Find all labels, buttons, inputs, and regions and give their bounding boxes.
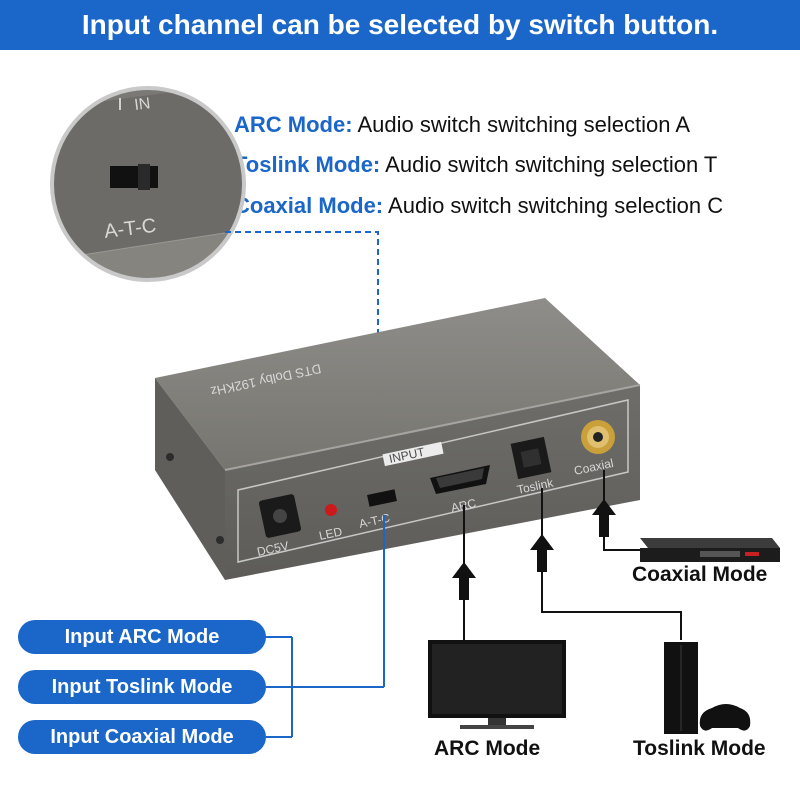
header-banner: Input channel can be selected by switch … (0, 0, 800, 50)
dvd-player-icon (640, 538, 780, 562)
zoom-top-text: IN (133, 95, 151, 114)
up-arrow-icon (592, 499, 616, 515)
zoom-circle: A-T-C IN (50, 86, 246, 282)
pill-input-arc: Input ARC Mode (18, 620, 266, 654)
header-title: Input channel can be selected by switch … (81, 9, 719, 40)
pill-label: Input ARC Mode (64, 625, 220, 648)
up-arrow-icon (452, 562, 476, 578)
signal-arrows (452, 470, 682, 640)
atc-switch (367, 489, 397, 507)
game-console-icon (664, 642, 751, 734)
tv-icon (428, 640, 566, 729)
pill-input-coaxial: Input Coaxial Mode (18, 720, 266, 754)
pill-label: Input Coaxial Mode (50, 725, 234, 748)
pill-input-toslink: Input Toslink Mode (18, 670, 266, 704)
gamepad-icon (699, 704, 751, 731)
mode-line-arc: ARC Mode: Audio switch switching selecti… (234, 112, 690, 138)
pill-bracket (266, 515, 385, 738)
converter-device: DTS Dolby 192KHz INPUT DC5V LED A-T-C AR… (155, 298, 641, 580)
mode-name: ARC Mode: (234, 112, 353, 137)
arc-mode-label: ARC Mode (434, 737, 541, 760)
coaxial-mode-label: Coaxial Mode (632, 563, 768, 586)
up-arrow-icon (530, 534, 554, 550)
mode-desc: Audio switch switching selection T (385, 152, 718, 177)
switch-zoom (110, 166, 158, 188)
device-dc-label: DC5V (256, 539, 290, 559)
mode-desc: Audio switch switching selection C (388, 193, 724, 218)
pill-label: Input Toslink Mode (51, 675, 233, 698)
mode-name: Coaxial Mode: (234, 193, 384, 218)
mode-line-toslink: Toslink Mode: Audio switch switching sel… (234, 152, 717, 178)
mode-name: Toslink Mode: (234, 152, 381, 177)
device-led-label: LED (318, 524, 344, 543)
mode-line-coaxial: Coaxial Mode: Audio switch switching sel… (234, 193, 723, 219)
toslink-mode-label: Toslink Mode (633, 737, 766, 760)
led-indicator (325, 504, 337, 516)
mode-desc: Audio switch switching selection A (357, 112, 691, 137)
